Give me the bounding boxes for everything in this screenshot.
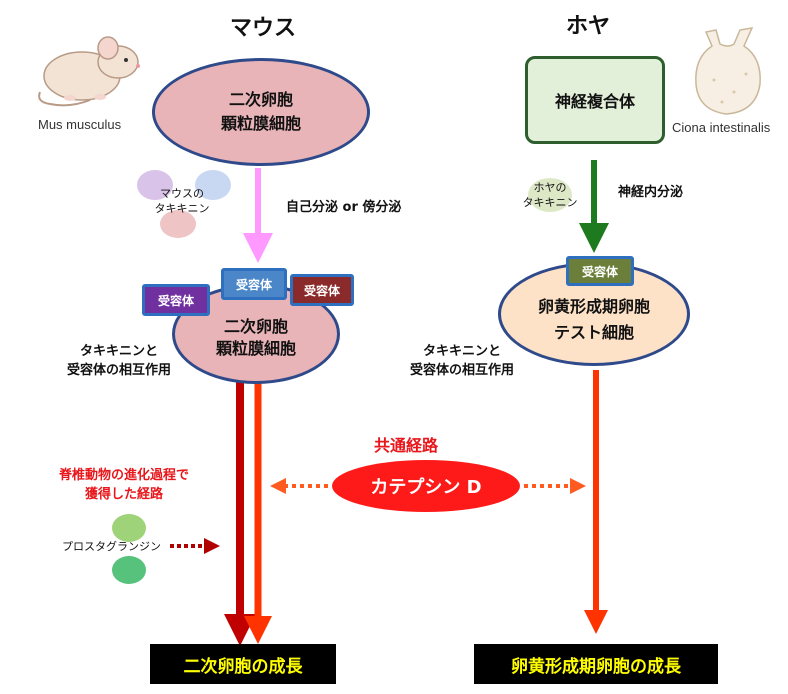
mouse-result-label: 二次卵胞の成長 [183, 656, 303, 677]
mouse-species: Mus musculus [38, 117, 122, 132]
ciona-interaction-label: タキキニンと 受容体の相互作用 [396, 342, 528, 380]
ciona-receptor: 受容体 [566, 256, 634, 286]
ciona-lower-cell-line1: 卵黄形成期卵胞 [537, 297, 650, 316]
prostaglandin-label: プロスタグランジン [62, 540, 161, 553]
common-pathway-label: 共通経路 [374, 436, 439, 455]
mouse-result-box: 二次卵胞の成長 [150, 644, 336, 684]
ciona-secretion-label: 神経内分泌 [618, 185, 684, 200]
mouse-top-cell: 二次卵胞 顆粒膜細胞 [152, 58, 370, 166]
mouse-title: マウス [230, 16, 297, 41]
neural-complex-box: 神経複合体 [525, 56, 665, 144]
mouse-secretion-label: 自己分泌 or 傍分泌 [286, 200, 402, 215]
ciona-result-box: 卵黄形成期卵胞の成長 [474, 644, 718, 684]
mouse-lower-cell-line1: 二次卵胞 [223, 317, 288, 336]
ciona-species: Ciona intestinalis [672, 120, 771, 135]
cathepsin-d-label: カテプシン D [370, 477, 482, 498]
prostaglandin-molecule-dark [112, 556, 146, 584]
ciona-title: ホヤ [566, 14, 611, 39]
neural-complex-label: 神経複合体 [554, 92, 635, 111]
mouse-tachykinin-label: マウスの タキキニン [147, 186, 217, 216]
mouse-receptor-right: 受容体 [290, 274, 354, 306]
ciona-interaction-line1: タキキニンと [422, 344, 501, 359]
cathepsin-d-ellipse: カテプシン D [332, 460, 520, 512]
mouse-receptor-center: 受容体 [221, 268, 287, 300]
mouse-lower-cell-line2: 顆粒膜細胞 [215, 339, 296, 358]
vertebrate-path-label: 脊椎動物の進化過程で 獲得した経路 [44, 466, 204, 504]
mouse-receptor-left: 受容体 [142, 284, 210, 316]
ciona-tachykinin-line1: ホヤの [533, 181, 567, 194]
mouse-top-cell-line1: 二次卵胞 [228, 90, 293, 109]
ciona-tachykinin-line2: タキキニン [522, 196, 578, 209]
tachykinin-molecule-pink [160, 210, 196, 238]
mouse-interaction-line1: タキキニンと [79, 344, 158, 359]
ciona-lower-cell-line2: テスト細胞 [553, 323, 634, 342]
ciona-tachykinin-label: ホヤの タキキニン [510, 180, 590, 210]
tachykinin-molecule-purple [137, 170, 173, 200]
tachykinin-molecule-blue [195, 170, 231, 200]
vertebrate-path-line2: 獲得した経路 [84, 487, 163, 502]
mouse-interaction-line2: 受容体の相互作用 [66, 363, 171, 378]
mouse-interaction-label: タキキニンと 受容体の相互作用 [54, 342, 184, 380]
mouse-tachykinin-line2: タキキニン [154, 202, 210, 215]
mouse-tachykinin-line1: マウスの [160, 187, 204, 200]
ciona-tachykinin-molecule [528, 178, 572, 212]
ciona-result-label: 卵黄形成期卵胞の成長 [511, 656, 681, 677]
mouse-top-cell-line2: 顆粒膜細胞 [220, 114, 301, 133]
prostaglandin-molecule-light [112, 514, 146, 542]
ciona-interaction-line2: 受容体の相互作用 [409, 363, 514, 378]
vertebrate-path-line1: 脊椎動物の進化過程で [58, 468, 189, 483]
